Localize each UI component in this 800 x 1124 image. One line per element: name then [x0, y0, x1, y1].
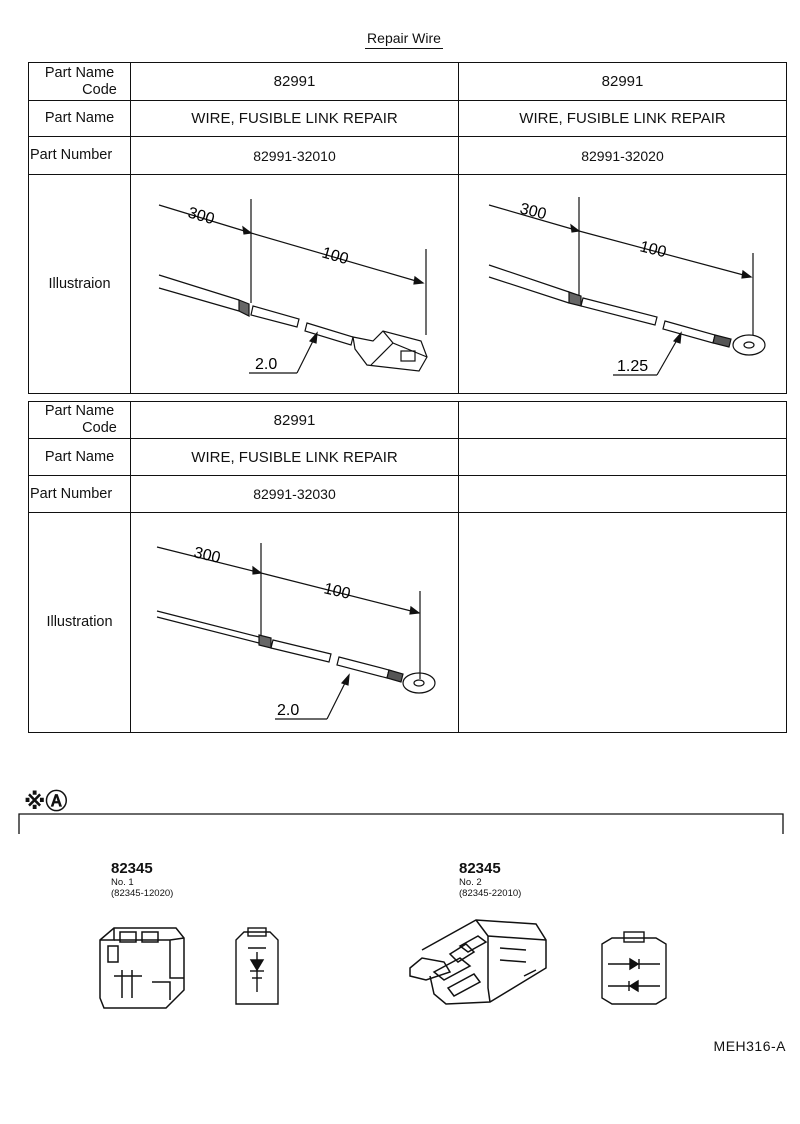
wire-gauge-label: 2.0 — [255, 356, 277, 373]
part-name-cell: WIRE, FUSIBLE LINK REPAIR — [458, 100, 787, 137]
dimension-100-label: 100 — [320, 245, 350, 269]
part-code-cell: 82991 — [130, 401, 459, 439]
row-label-part-number: Part Number — [28, 475, 131, 513]
illustration-cell: 300 100 2.0 — [130, 174, 459, 394]
part-number-cell: 82991-32020 — [458, 136, 787, 175]
row-label-code: Part Name Code — [28, 401, 131, 439]
part-name-cell: WIRE, FUSIBLE LINK REPAIR — [130, 438, 459, 476]
illustration-cell: 300 100 1.25 — [458, 174, 787, 394]
row-label-part-name: Part Name — [28, 438, 131, 476]
connector-2-label: 82345 No. 2 (82345-22010) — [459, 860, 522, 899]
row-label-part-number: Part Number — [28, 136, 131, 175]
empty-cell — [458, 401, 787, 439]
repair-wire-table-1: Part Name Code 82991 82991 Part Name WIR… — [28, 62, 787, 394]
part-name-cell: WIRE, FUSIBLE LINK REPAIR — [130, 100, 459, 137]
part-code-cell: 82991 — [130, 62, 459, 101]
row-label-part-name: Part Name — [28, 100, 131, 137]
dimension-300-label: 300 — [518, 200, 548, 223]
page-title: Repair Wire — [0, 30, 800, 49]
part-number-cell: 82991-32030 — [130, 475, 459, 513]
fusible-link-wire-illustration-connector: 300 100 2.0 — [158, 199, 428, 374]
connector-2-housing-drawing — [409, 919, 547, 1005]
wire-gauge-label: 2.0 — [277, 702, 299, 719]
row-label-illustration: Illustraion — [28, 174, 131, 394]
fusible-link-wire-illustration-ring-terminal: 300 100 1.25 — [488, 197, 766, 376]
section-a-bracket — [18, 813, 784, 834]
dimension-100-label: 100 — [322, 580, 352, 603]
dimension-300-label: 300 — [192, 544, 222, 567]
empty-cell — [458, 512, 787, 733]
repair-wire-table-2: Part Name Code 82991 Part Name WIRE, FUS… — [28, 401, 787, 733]
connector-1-face-diagram — [235, 927, 279, 1005]
part-number-cell: 82991-32010 — [130, 136, 459, 175]
row-label-code: Part Name Code — [28, 62, 131, 101]
connector-1-label: 82345 No. 1 (82345-12020) — [111, 860, 174, 899]
row-label-illustration: Illustration — [28, 512, 131, 733]
document-reference-code: MEH316-A — [713, 1038, 786, 1054]
wire-gauge-label: 1.25 — [617, 358, 648, 375]
section-a-mark: ※Ⓐ — [24, 789, 68, 814]
illustration-cell: 300 100 2.0 — [130, 512, 459, 733]
dimension-100-label: 100 — [638, 238, 668, 261]
fusible-link-wire-illustration-ring-terminal: 300 100 2.0 — [156, 543, 436, 720]
connector-2-face-diagram — [601, 931, 667, 1005]
dimension-300-label: 300 — [186, 205, 216, 229]
part-code-cell: 82991 — [458, 62, 787, 101]
empty-cell — [458, 475, 787, 513]
connector-1-housing-drawing — [99, 927, 185, 1009]
empty-cell — [458, 438, 787, 476]
